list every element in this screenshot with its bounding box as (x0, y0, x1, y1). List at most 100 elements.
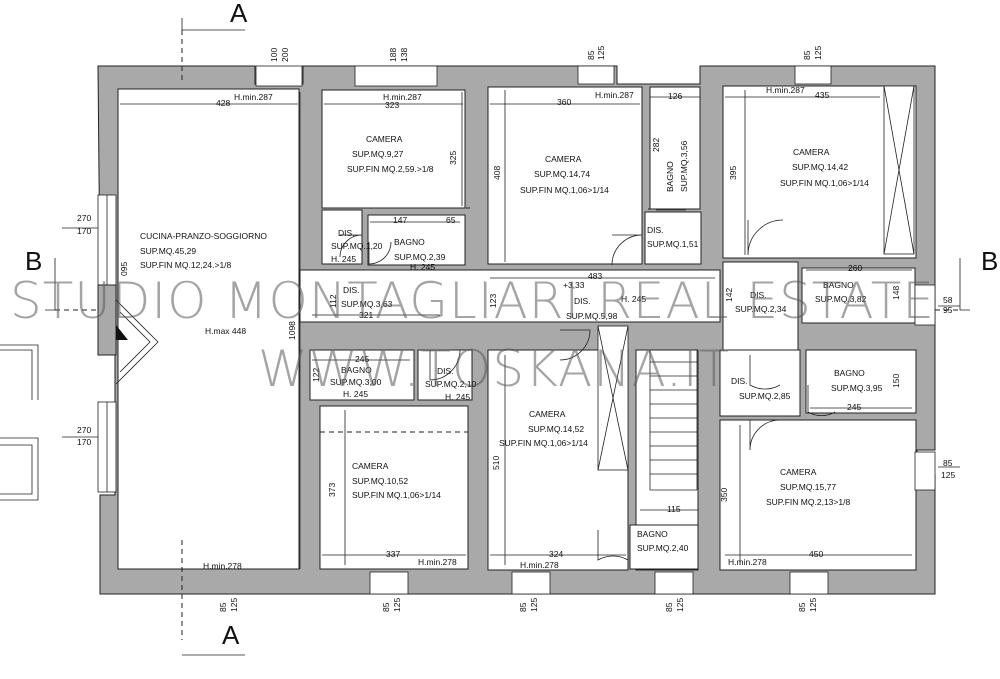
win-bot-125-c: 125 (529, 597, 539, 612)
win-left-270-b: 270 (77, 425, 92, 435)
room-camera-1 (321, 89, 466, 209)
room-cucina (117, 88, 300, 570)
bagno3-name: BAGNO (823, 280, 854, 290)
room-corridor (299, 269, 721, 323)
cucina-hmax: H.max 448 (205, 326, 247, 336)
camera1-sup: SUP.MQ.9,27 (352, 149, 404, 159)
win-138: 138 (399, 47, 409, 62)
dim-147: 147 (393, 215, 408, 225)
bagno5-sup: SUP.MQ.2,40 (637, 543, 689, 553)
room-camera-6 (719, 419, 917, 571)
dim-350: 350 (719, 487, 729, 502)
bagno4-sup: SUP.MQ.3,00 (330, 377, 382, 387)
win-left-170-a: 170 (77, 226, 92, 236)
win-top-85-a: 85 (586, 50, 596, 60)
win-bot-85-d: 85 (664, 602, 674, 612)
camera5-sup: SUP.MQ.14,52 (528, 424, 585, 434)
camera6-sup: SUP.MQ.15,77 (780, 482, 837, 492)
dim-323: 323 (385, 100, 400, 110)
camera1-supfin: SUP.FIN MQ.2,59.>1/8 (347, 164, 434, 174)
bagno5-name: BAGNO (637, 529, 668, 539)
room-dis-1 (321, 209, 363, 265)
win-bot-125-b: 125 (392, 597, 402, 612)
camera4-name: CAMERA (352, 461, 389, 471)
room-bagno-1 (649, 86, 701, 210)
camera3-sup: SUP.MQ.14,42 (792, 162, 849, 172)
win-top-125-b: 125 (813, 45, 823, 60)
dim-325: 325 (448, 150, 458, 165)
win-right-85: 85 (943, 458, 953, 468)
camera2-name: CAMERA (545, 154, 582, 164)
bagno2-name: BAGNO (394, 237, 425, 247)
interior-details (299, 85, 915, 569)
bagno4-h: H. 245 (343, 389, 369, 399)
dimension-lines (62, 90, 960, 565)
dim-65: 65 (446, 215, 456, 225)
bagno3-sup: SUP.MQ.3,82 (815, 294, 867, 304)
room-camera-2 (487, 86, 643, 265)
dis4-h: H. 245 (621, 294, 647, 304)
room-dis-6 (417, 349, 473, 401)
section-markers (45, 18, 970, 656)
bagno4-name: BAGNO (341, 365, 372, 375)
dim-450: 450 (809, 549, 824, 559)
hmin-camera3: H.min.287 (766, 85, 805, 95)
hmin-camera2: H.min.287 (595, 90, 634, 100)
hmin-camera5: H.min.278 (520, 560, 559, 570)
room-dis-2 (644, 211, 702, 265)
dis5-sup: SUP.MQ.2,34 (735, 304, 787, 314)
win-188: 188 (388, 47, 398, 62)
camera3-name: CAMERA (793, 147, 830, 157)
dim-435: 435 (815, 90, 830, 100)
win-top-125-a: 125 (596, 45, 606, 60)
win-bot-125-a: 125 (229, 597, 239, 612)
dis7-sup: SUP.MQ.2,85 (739, 391, 791, 401)
dis6-name: DIS. (437, 366, 454, 376)
dim-373: 373 (327, 482, 337, 497)
dim-260: 260 (848, 263, 863, 273)
dis4-sup: SUP.MQ.5,98 (566, 311, 618, 321)
win-right-125: 125 (941, 470, 956, 480)
room-bagno-5 (629, 524, 699, 570)
entrance-porch (0, 284, 159, 501)
bagno1-sup: SUP.MQ.3,56 (679, 140, 689, 192)
camera4-supfin: SUP.FIN MQ.1,06>1/14 (352, 490, 441, 500)
hmin-cucina: H.min.287 (234, 92, 273, 102)
camera1-name: CAMERA (366, 134, 403, 144)
dis7-name: DIS. (731, 376, 748, 386)
dim-282: 282 (651, 137, 661, 152)
door-swings (339, 209, 836, 561)
section-b-left: B (25, 246, 43, 276)
dim-395: 395 (728, 165, 738, 180)
section-b-right: B (981, 246, 999, 276)
hmin-camera6: H.min.278 (728, 557, 767, 567)
win-top-85-b: 85 (802, 50, 812, 60)
room-bagno-4 (309, 349, 415, 401)
dis5-name: DIS. (750, 290, 767, 300)
dim-245-b: 245 (847, 402, 862, 412)
dim-408: 408 (492, 165, 502, 180)
win-bot-125-d: 125 (675, 597, 685, 612)
watermark-studio: STUDIO MONTAGLIARI REAL ESTATE (10, 272, 935, 330)
dim-321: 321 (359, 310, 374, 320)
dim-483: 483 (588, 271, 603, 281)
win-bot-85-e: 85 (797, 602, 807, 612)
camera5-name: CAMERA (529, 409, 566, 419)
dis1-h: H. 245 (331, 254, 357, 264)
cucina-supfin: SUP.FIN MQ.12,24.>1/8 (140, 260, 232, 270)
bagno2-h: H. 245 (410, 262, 436, 272)
win-right-58: 58 (943, 295, 953, 305)
windows (97, 65, 936, 595)
dim-150: 150 (891, 373, 901, 388)
dim-324: 324 (549, 549, 564, 559)
win-bot-85-c: 85 (518, 602, 528, 612)
win-200: 200 (280, 47, 290, 62)
bagno1-name: BAGNO (665, 161, 675, 192)
dis3-sup: SUP.MQ.3,63 (341, 299, 393, 309)
room-bagno-2 (367, 214, 466, 266)
dis2-sup: SUP.MQ.1,51 (647, 239, 699, 249)
camera6-supfin: SUP.FIN MQ.2,13>1/8 (766, 497, 851, 507)
stairs (640, 350, 698, 511)
